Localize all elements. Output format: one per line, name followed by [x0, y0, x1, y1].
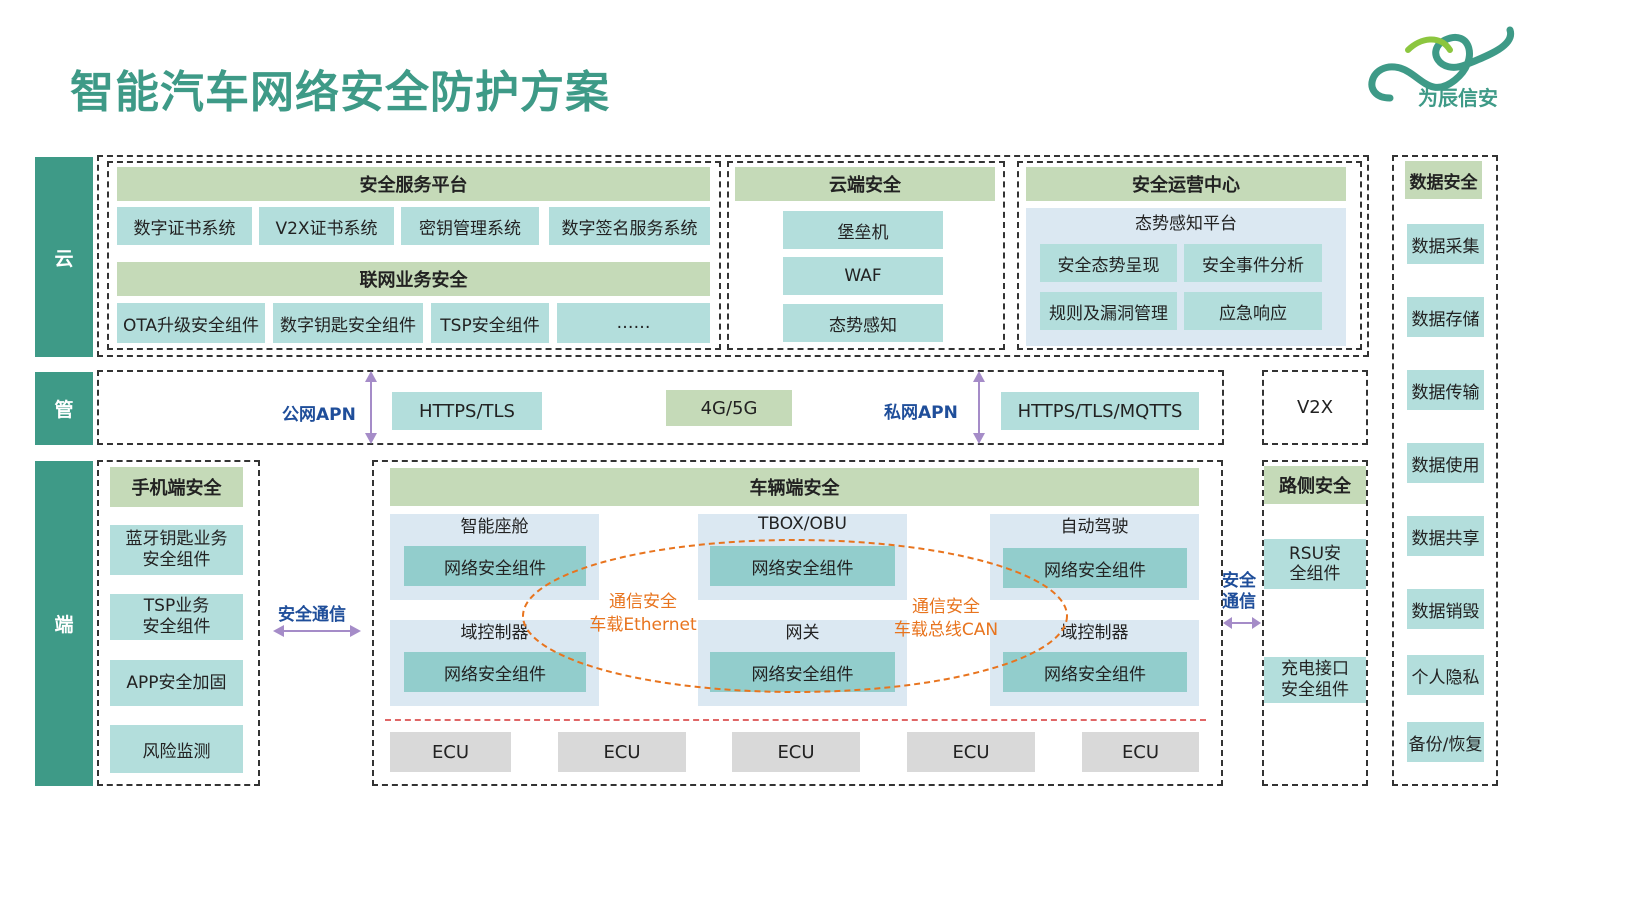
comm-ethernet-label: 通信安全 车载Ethernet	[588, 591, 698, 637]
public-apn-label: 公网APN	[282, 405, 356, 425]
connected-item: OTA升级安全组件	[117, 303, 265, 343]
secure-comm-label: 安全通信	[278, 605, 346, 625]
https-mqtts-box: HTTPS/TLS/MQTTS	[1001, 392, 1199, 430]
roadside-header: 路侧安全	[1264, 466, 1366, 504]
cloud-security-item: 态势感知	[783, 304, 943, 342]
connected-header: 联网业务安全	[117, 262, 710, 296]
component-box: 网络安全组件	[404, 652, 586, 692]
data-security-group	[1392, 155, 1498, 786]
soc-item: 安全事件分析	[1184, 244, 1322, 282]
logo-text: 为辰信安	[1418, 86, 1498, 110]
comm-ellipse	[522, 539, 1068, 693]
phone-item: 风险监测	[110, 725, 243, 773]
ecu-box: ECU	[558, 732, 686, 772]
comm-can-line1: 通信安全	[912, 597, 980, 617]
soc-group	[1017, 161, 1362, 350]
data-item: 数据销毁	[1407, 589, 1484, 629]
area-label: 域控制器	[1060, 622, 1129, 643]
connected-item: TSP安全组件	[431, 303, 549, 343]
service-item: V2X证书系统	[259, 207, 394, 245]
infinity-logo-icon	[1368, 26, 1515, 102]
data-item: 数据共享	[1407, 516, 1484, 556]
comm-can-line2: 车载总线CAN	[893, 620, 999, 640]
cloud-security-header: 云端安全	[735, 167, 995, 201]
ecu-box: ECU	[732, 732, 860, 772]
area-label: 网关	[785, 622, 820, 643]
pipe-outer	[97, 370, 1224, 445]
component-box: 网络安全组件	[1003, 548, 1187, 588]
tier-cloud: 云	[35, 157, 93, 357]
cloud-security-item: WAF	[783, 257, 943, 295]
net-box: 4G/5G	[666, 390, 792, 426]
roadside-comm-arrow	[1223, 617, 1261, 629]
tier-pipe: 管	[35, 372, 93, 445]
soc-header: 安全运营中心	[1026, 167, 1346, 201]
service-platform-header: 安全服务平台	[117, 167, 710, 201]
data-item: 数据传输	[1407, 370, 1484, 410]
cloud-outer	[97, 155, 1369, 357]
comm-ethernet-line2: 车载Ethernet	[589, 615, 697, 635]
tier-end: 端	[35, 461, 93, 786]
public-apn-arrow	[365, 371, 377, 444]
component-box: 网络安全组件	[1003, 652, 1187, 692]
ecu-box: ECU	[1082, 732, 1199, 772]
data-security-header: 数据安全	[1405, 161, 1482, 199]
v2x-box: V2X	[1262, 370, 1368, 445]
soc-item: 规则及漏洞管理	[1040, 292, 1177, 330]
roadside-comm-label: 安全 通信	[1222, 571, 1256, 613]
area-label: TBOX/OBU	[758, 514, 847, 534]
ecu-box: ECU	[390, 732, 511, 772]
comm-can-label: 通信安全 车载总线CAN	[890, 596, 1002, 642]
service-item: 数字证书系统	[117, 207, 252, 245]
page-title: 智能汽车网络安全防护方案	[70, 67, 610, 118]
cloud-security-item: 堡垒机	[783, 211, 943, 249]
private-apn-arrow	[973, 371, 985, 444]
roadside-comm-line2: 通信	[1222, 592, 1256, 612]
data-item: 数据使用	[1407, 443, 1484, 483]
ecu-box: ECU	[907, 732, 1035, 772]
soc-item: 应急响应	[1184, 292, 1322, 330]
comm-ethernet-line1: 通信安全	[609, 592, 677, 612]
phone-group	[97, 460, 260, 786]
connected-item: 数字钥匙安全组件	[273, 303, 423, 343]
roadside-group	[1262, 460, 1368, 786]
logo: 为辰信安	[1360, 20, 1520, 115]
connected-item: ……	[557, 303, 710, 343]
cloud-security-group	[727, 161, 1005, 350]
phone-item: 蓝牙钥匙业务安全组件	[110, 525, 243, 575]
area-label: 智能座舱	[460, 516, 529, 537]
roadside-comm-line1: 安全	[1222, 571, 1256, 591]
soc-item: 安全态势呈现	[1040, 244, 1177, 282]
phone-item: APP安全加固	[110, 660, 243, 706]
data-item: 数据存储	[1407, 297, 1484, 337]
phone-header: 手机端安全	[110, 467, 243, 507]
component-box: 网络安全组件	[710, 652, 895, 692]
roadside-item: 充电接口安全组件	[1264, 657, 1366, 703]
area-label: 自动驾驶	[1060, 516, 1129, 537]
private-apn-label: 私网APN	[884, 403, 958, 423]
component-box: 网络安全组件	[710, 546, 895, 586]
data-item: 备份/恢复	[1407, 722, 1484, 762]
data-item: 数据采集	[1407, 224, 1484, 264]
roadside-item: RSU安全组件	[1264, 539, 1366, 589]
service-item: 密钥管理系统	[401, 207, 539, 245]
cloud-service-group	[107, 161, 721, 350]
vehicle-group	[372, 460, 1223, 786]
https-tls-box: HTTPS/TLS	[392, 392, 542, 430]
area-label: 域控制器	[460, 622, 529, 643]
secure-comm-arrow	[273, 625, 361, 637]
phone-item: TSP业务安全组件	[110, 594, 243, 640]
service-item: 数字签名服务系统	[549, 207, 710, 245]
vehicle-header: 车辆端安全	[390, 468, 1199, 506]
soc-platform-title: 态势感知平台	[1135, 213, 1237, 234]
data-item: 个人隐私	[1407, 655, 1484, 695]
ecu-divider	[385, 719, 1206, 721]
